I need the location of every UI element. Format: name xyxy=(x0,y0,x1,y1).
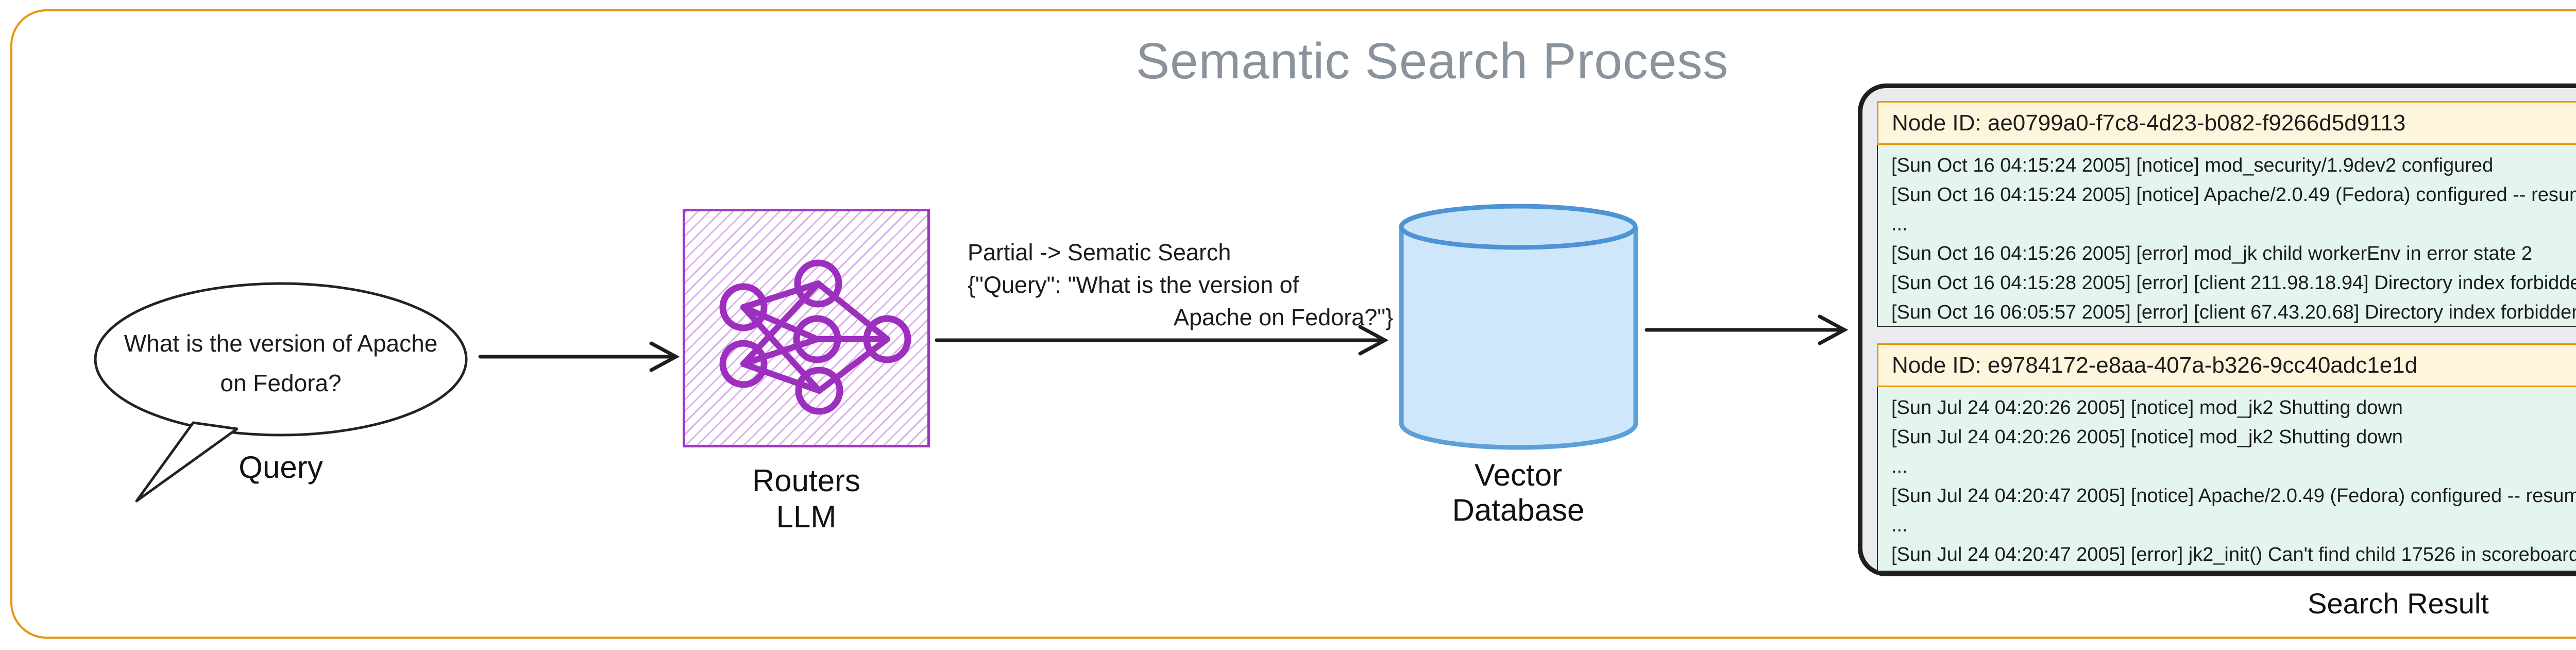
log-line: ... xyxy=(1891,456,1908,477)
node-id-header: Node ID: e9784172-e8aa-407a-b326-9cc40ad… xyxy=(1877,343,2576,387)
arrow-annotation: Partial -> Sematic Search {"Query": "Wha… xyxy=(968,236,1393,334)
log-line: [Sun Jul 24 04:20:26 2005] [notice] mod_… xyxy=(1891,426,2403,448)
log-line: ... xyxy=(1891,514,1908,536)
arrow-db-to-result-icon xyxy=(1645,314,1849,345)
node-log-area: [Sun Oct 16 04:15:24 2005] [notice] mod_… xyxy=(1877,145,2576,327)
annotation-line2: {"Query": "What is the version of xyxy=(968,272,1299,298)
llm-label-line1: Routers xyxy=(752,463,861,498)
log-line: [Sun Jul 24 04:20:26 2005] [notice] mod_… xyxy=(1891,397,2403,419)
log-line: [Sun Oct 16 04:15:24 2005] [notice] Apac… xyxy=(1891,184,2576,206)
query-bubble-line1: What is the version of Apache xyxy=(124,330,438,357)
llm-label-line2: LLM xyxy=(776,499,837,534)
node-log-area: [Sun Jul 24 04:20:26 2005] [notice] mod_… xyxy=(1877,387,2576,572)
query-bubble-line2: on Fedora? xyxy=(220,370,342,396)
database-icon xyxy=(1399,204,1638,450)
node-id-header: Node ID: ae0799a0-f7c8-4d23-b082-f9266d5… xyxy=(1877,101,2576,145)
log-line: [Sun Oct 16 04:15:28 2005] [error] [clie… xyxy=(1891,272,2576,294)
log-line: [Sun Oct 16 04:15:26 2005] [error] mod_j… xyxy=(1891,243,2533,264)
speech-bubble-icon xyxy=(94,282,468,503)
search-result-label: Search Result xyxy=(2308,587,2489,620)
query-label: Query xyxy=(239,450,323,485)
vector-db-label-line1: Vector xyxy=(1474,458,1563,492)
log-line: [Sun Oct 16 06:05:57 2005] [error] [clie… xyxy=(1891,302,2576,323)
vector-db-label-line2: Database xyxy=(1452,493,1585,527)
log-line: ... xyxy=(1891,213,1908,235)
vector-db-label: Vector Database xyxy=(1452,458,1585,528)
llm-label: Routers LLM xyxy=(752,463,860,535)
llm-box xyxy=(683,209,930,447)
query-bubble-text: What is the version of Apache on Fedora? xyxy=(100,324,461,403)
diagram-title: Semantic Search Process xyxy=(1136,32,1729,89)
arrow-query-to-llm-icon xyxy=(478,341,680,372)
annotation-line3: Apache on Fedora?"} xyxy=(1174,304,1394,330)
annotation-line1: Partial -> Sematic Search xyxy=(968,239,1231,265)
neural-network-icon xyxy=(719,259,911,415)
log-line: [Sun Jul 24 04:20:47 2005] [error] jk2_i… xyxy=(1891,544,2576,565)
log-line: [Sun Oct 16 04:15:24 2005] [notice] mod_… xyxy=(1891,155,2494,176)
search-result-panel: Node ID: ae0799a0-f7c8-4d23-b082-f9266d5… xyxy=(1858,84,2576,576)
log-line: [Sun Jul 24 04:20:47 2005] [notice] Apac… xyxy=(1891,485,2576,507)
